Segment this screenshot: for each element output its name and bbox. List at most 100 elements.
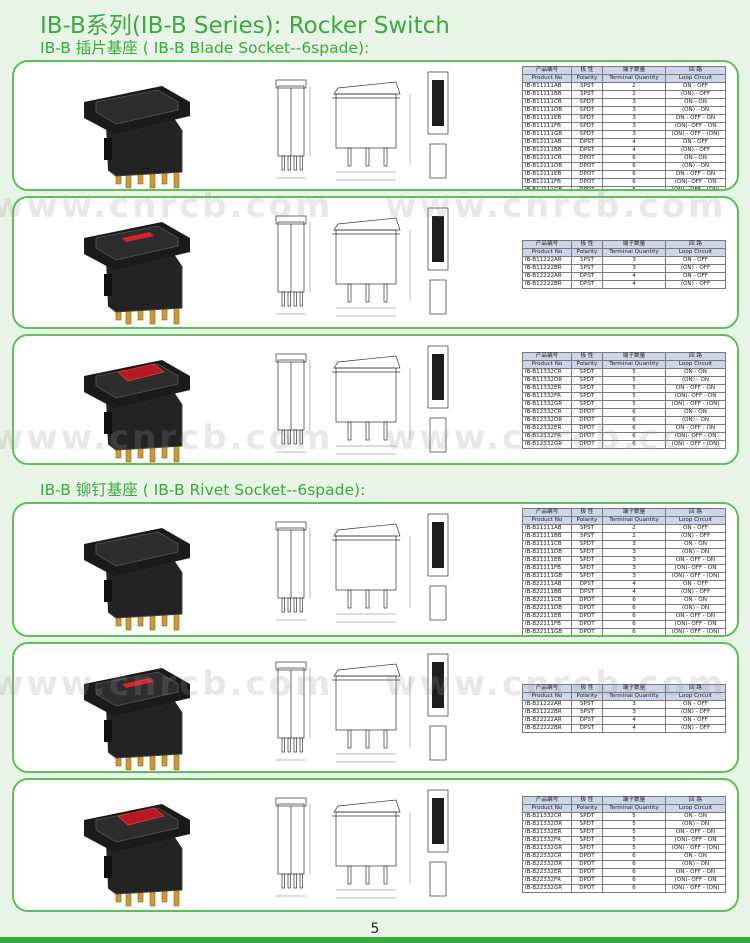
table-cell: DPST [571,146,603,155]
rocker-actuator [95,531,179,567]
table-cell: (ON) - OFF [665,708,726,717]
table-cell: (ON) - OFF [665,280,726,289]
table-cell: 6 [602,612,666,621]
header-cell: 端子数量 [602,352,666,361]
table-cell: 2 [602,532,666,541]
header-cell: 端子数量 [602,508,666,517]
table-cell: IB-B22332ER [522,868,572,877]
pin-outline [365,729,370,749]
switch-photo [84,528,190,631]
header-cell: Polarity [571,248,603,257]
pin-outline [293,429,297,445]
top-view [427,513,449,577]
table-cell: IB-B11111AB [522,82,572,91]
table-cell: SPST [571,264,603,273]
table-cell: SPST [571,82,603,91]
table-cell: 6 [602,440,666,449]
pin-outline [365,283,370,303]
section-title-blade: IB-B 插片基座 ( IB-B Blade Socket--6spade): [40,39,370,57]
table-cell: 5 [602,836,666,845]
table-cell: 5 [602,392,666,401]
header-cell: Product No [522,360,572,369]
table-cell: 3 [602,106,666,115]
header-cell: Terminal Quantity [602,74,666,83]
table-cell: DPDT [571,416,603,425]
table-cell: ON - ON [665,852,726,861]
table-cell: IB-B11332ER [522,384,572,393]
pin-outline [281,597,285,613]
table-cell: IB-B11222BR [522,264,572,273]
table-cell: 6 [602,596,666,605]
header-cell: Product No [522,516,572,525]
table-cell: ON - OFF [665,272,726,281]
table-cell: (ON)- OFF - ON [665,836,726,845]
table-cell: ON - ON [665,812,726,821]
header-cell: 回 路 [665,796,726,805]
header-cell: 产品编号 [522,796,572,805]
pin-outline [383,283,388,303]
header-cell: Loop Circuit [665,516,726,525]
switch-body [106,392,182,450]
table-cell: 3 [602,556,666,565]
top-view [427,345,449,409]
table-cell: (ON)- OFF - ON [665,620,726,629]
pin-outline [383,729,388,749]
pin-outline [287,291,291,307]
pin-outline [299,873,303,889]
table-cell: SPDT [571,122,603,131]
table-cell: IB-B22332CR [522,852,572,861]
table-cell: IB-B22111FB [522,620,572,629]
rocker-top [432,80,444,126]
pin-outline [281,155,285,171]
table-cell: SPDT [571,384,603,393]
table-cell: 5 [602,384,666,393]
rocker-outline [333,217,401,231]
pin-outline [383,147,388,167]
table-cell: ON - OFF - ON [665,170,726,179]
table-cell: SPDT [571,828,603,837]
switch-body [106,118,182,176]
table-cell: DPDT [571,432,603,441]
pin-outline [287,597,291,613]
table-cell: DPST [571,716,603,725]
header-cell: Product No [522,248,572,257]
panel-cutout [429,725,447,761]
table-cell: DPDT [571,604,603,613]
table-cell: ON - OFF - ON [665,828,726,837]
table-cell: 2 [602,524,666,533]
table-cell: (ON) - OFF [665,90,726,99]
table-cell: 6 [602,416,666,425]
header-cell: 产品编号 [522,684,572,693]
table-cell: (ON) - OFF - (ON) [665,572,726,581]
technical-drawing [275,789,449,899]
table-cell: 3 [602,264,666,273]
table-cell: 5 [602,368,666,377]
pin-outline [347,729,352,749]
table-cell: DPDT [571,876,603,885]
table-cell: IB-B21111EB [522,556,572,565]
table-cell: IB-B12111BB [522,146,572,155]
table-cell: 6 [602,162,666,171]
